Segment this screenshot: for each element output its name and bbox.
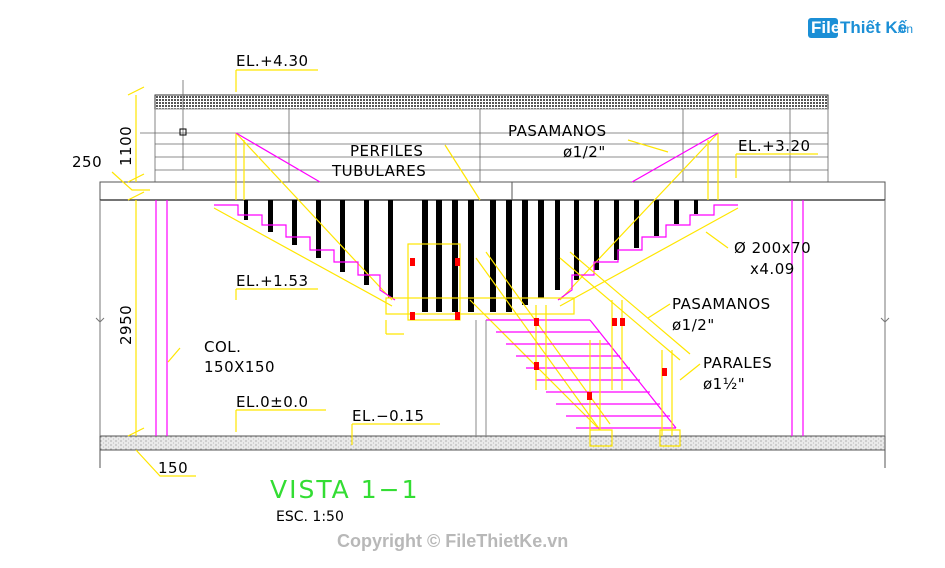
label-parales-size: ø1½" bbox=[703, 375, 745, 393]
logo-brand: Thiết Kế bbox=[840, 18, 908, 37]
annotation-labels: PASAMANOS ø1/2" PERFILES TUBULARES Ø 200… bbox=[204, 122, 811, 393]
file-badge-icon: File bbox=[808, 18, 840, 38]
landing-slab bbox=[99, 181, 886, 201]
label-pasamanos-top-size: ø1/2" bbox=[563, 143, 606, 161]
copyright-watermark: Copyright © FileThietKe.vn bbox=[337, 531, 568, 551]
dim-2950: 2950 bbox=[117, 305, 135, 345]
upper-railing-grid bbox=[140, 80, 829, 182]
dimension-lines bbox=[111, 86, 196, 477]
elevation-top: EL.+4.30 bbox=[236, 52, 309, 70]
column-left bbox=[155, 200, 168, 436]
title-block: VISTA 1−1 ESC. 1:50 bbox=[270, 475, 419, 525]
label-col-size: 150X150 bbox=[204, 358, 275, 376]
view-scale: ESC. 1:50 bbox=[276, 509, 344, 525]
grid-marker bbox=[179, 128, 187, 136]
label-beam-length: x4.09 bbox=[750, 260, 795, 278]
label-pasamanos-right-size: ø1/2" bbox=[672, 316, 715, 334]
ground-slab bbox=[99, 435, 886, 468]
stair-flight-upper-left bbox=[213, 132, 396, 307]
elevation-mid: EL.+1.53 bbox=[236, 272, 309, 290]
dim-1100: 1100 bbox=[117, 126, 135, 166]
label-pasamanos-right: PASAMANOS bbox=[672, 295, 771, 313]
roof-slab bbox=[154, 94, 829, 110]
label-parales: PARALES bbox=[703, 354, 772, 372]
view-title: VISTA 1−1 bbox=[270, 475, 419, 504]
label-pasamanos-top: PASAMANOS bbox=[508, 122, 607, 140]
elevation-labels: EL.+4.30 EL.+3.20 EL.+1.53 EL.0±0.0 EL.−… bbox=[236, 52, 811, 425]
elevation-floor: EL.0±0.0 bbox=[236, 393, 309, 411]
column-center bbox=[475, 320, 487, 436]
column-right bbox=[791, 200, 804, 436]
elevation-below: EL.−0.15 bbox=[352, 407, 425, 425]
break-lines bbox=[95, 200, 890, 436]
label-beam: Ø 200x70 bbox=[734, 239, 811, 257]
label-tubulares: TUBULARES bbox=[331, 162, 426, 180]
svg-text:File: File bbox=[811, 18, 840, 37]
dim-250: 250 bbox=[72, 153, 102, 171]
label-perfiles: PERFILES bbox=[350, 142, 423, 160]
dim-150: 150 bbox=[158, 459, 188, 477]
elevation-landing: EL.+3.20 bbox=[738, 137, 811, 155]
stair-flight-upper-right bbox=[557, 132, 739, 307]
site-logo: File Thiết Kế .vn bbox=[808, 18, 913, 38]
mid-landing bbox=[385, 243, 575, 335]
tubular-profiles bbox=[244, 200, 698, 312]
label-col: COL. bbox=[204, 338, 241, 356]
elevation-markers bbox=[167, 69, 818, 445]
stair-flight-lower bbox=[469, 251, 691, 447]
dimension-labels: 1100 250 2950 150 bbox=[72, 126, 188, 477]
logo-suffix: .vn bbox=[897, 22, 913, 36]
